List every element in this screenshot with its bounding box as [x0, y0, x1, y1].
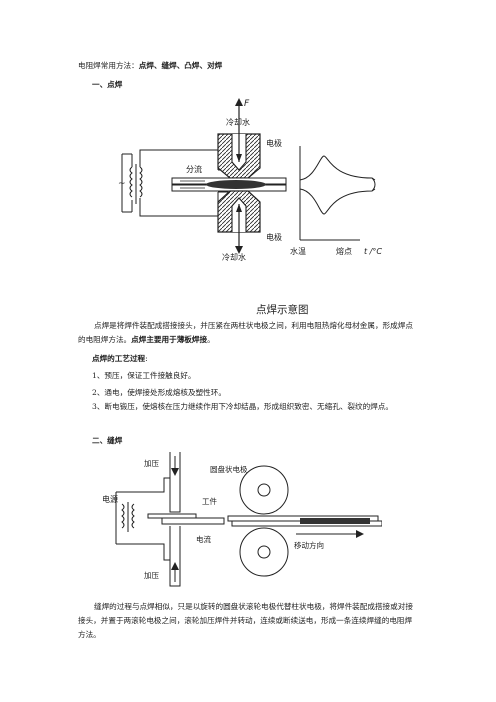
cooling-water-top-label: 冷却水	[226, 117, 250, 127]
step-2: 2、通电，使焊接处形成熔核及塑性环。	[92, 388, 226, 397]
step-1: 1、预压，保证工件接触良好。	[92, 371, 196, 380]
figure-caption-spot: 点焊示意图	[256, 304, 309, 316]
top-electrode	[217, 98, 261, 179]
lower-roller	[239, 527, 289, 577]
spot-welding-diagram: ~ F 冷却水 电极 分流 电极 冷却水 水温 熔点 t /°C	[118, 98, 382, 262]
ac-symbol: ~	[118, 179, 126, 189]
intro-line: 电阻焊常用方法：点焊、缝焊、凸焊、对焊	[78, 59, 222, 72]
press-bottom-label: 加压	[144, 570, 159, 580]
electrode-top-label: 电极	[266, 138, 282, 148]
temp-axis-label: t /°C	[364, 247, 382, 256]
desc-text: 点焊是将焊件装配成搭接接头，并压紧在两柱状电极之间，利用电阻热熔化母材金属，形成…	[78, 321, 413, 344]
section-heading-spot-welding: 一、点焊	[92, 80, 123, 89]
workpiece-label: 工件	[202, 496, 217, 506]
process-title-text: 点焊的工艺过程	[92, 354, 146, 363]
power-label: 电源	[102, 494, 118, 504]
seam-welding-diagram: 加压 圆盘状电极 电源 工件 移动方向 电流 加压	[102, 452, 382, 587]
current-label: 电流	[196, 534, 211, 544]
move-direction-label: 移动方向	[294, 540, 324, 550]
intro-text: 电阻焊常用方法：	[78, 61, 139, 70]
spot-welding-description: 点焊是将焊件装配成搭接接头，并压紧在两柱状电极之间，利用电阻热熔化母材金属，形成…	[78, 319, 416, 347]
desc-period: 。	[207, 335, 215, 344]
press-top-label: 加压	[144, 458, 159, 468]
process-title: 点焊的工艺过程:	[92, 352, 148, 365]
upper-disc-electrode	[169, 452, 181, 513]
shunt-label: 分流	[186, 164, 202, 174]
seam-welding-description: 缝焊的过程与点焊相似，只是以旋转的圆盘状滚轮电极代替柱状电极，将焊件装配成搭接或…	[78, 602, 413, 639]
water-temp-label: 水温	[290, 246, 306, 256]
desc-emphasis: 点焊主要用于薄板焊接	[131, 335, 208, 344]
process-title-colon: :	[145, 354, 148, 363]
force-label: F	[244, 99, 250, 109]
temperature-curve	[299, 146, 376, 241]
intro-methods: 点焊、缝焊、凸焊、对焊	[138, 61, 223, 70]
electrode-bottom-label: 电极	[266, 232, 282, 242]
melting-point-label: 熔点	[336, 246, 352, 256]
upper-roller	[239, 465, 289, 515]
step-3: 3、断电锻压，使熔核在压力继续作用下冷却结晶，形成组织致密、无缩孔、裂纹的焊点。	[92, 402, 393, 411]
section-heading-seam-welding: 二、缝焊	[92, 436, 123, 445]
bottom-electrode	[217, 190, 261, 254]
workpieces	[171, 177, 287, 192]
cooling-water-bottom-label: 冷却水	[222, 252, 246, 262]
lower-disc-electrode	[169, 526, 181, 587]
disc-electrode-label: 圆盘状电极	[210, 464, 248, 474]
